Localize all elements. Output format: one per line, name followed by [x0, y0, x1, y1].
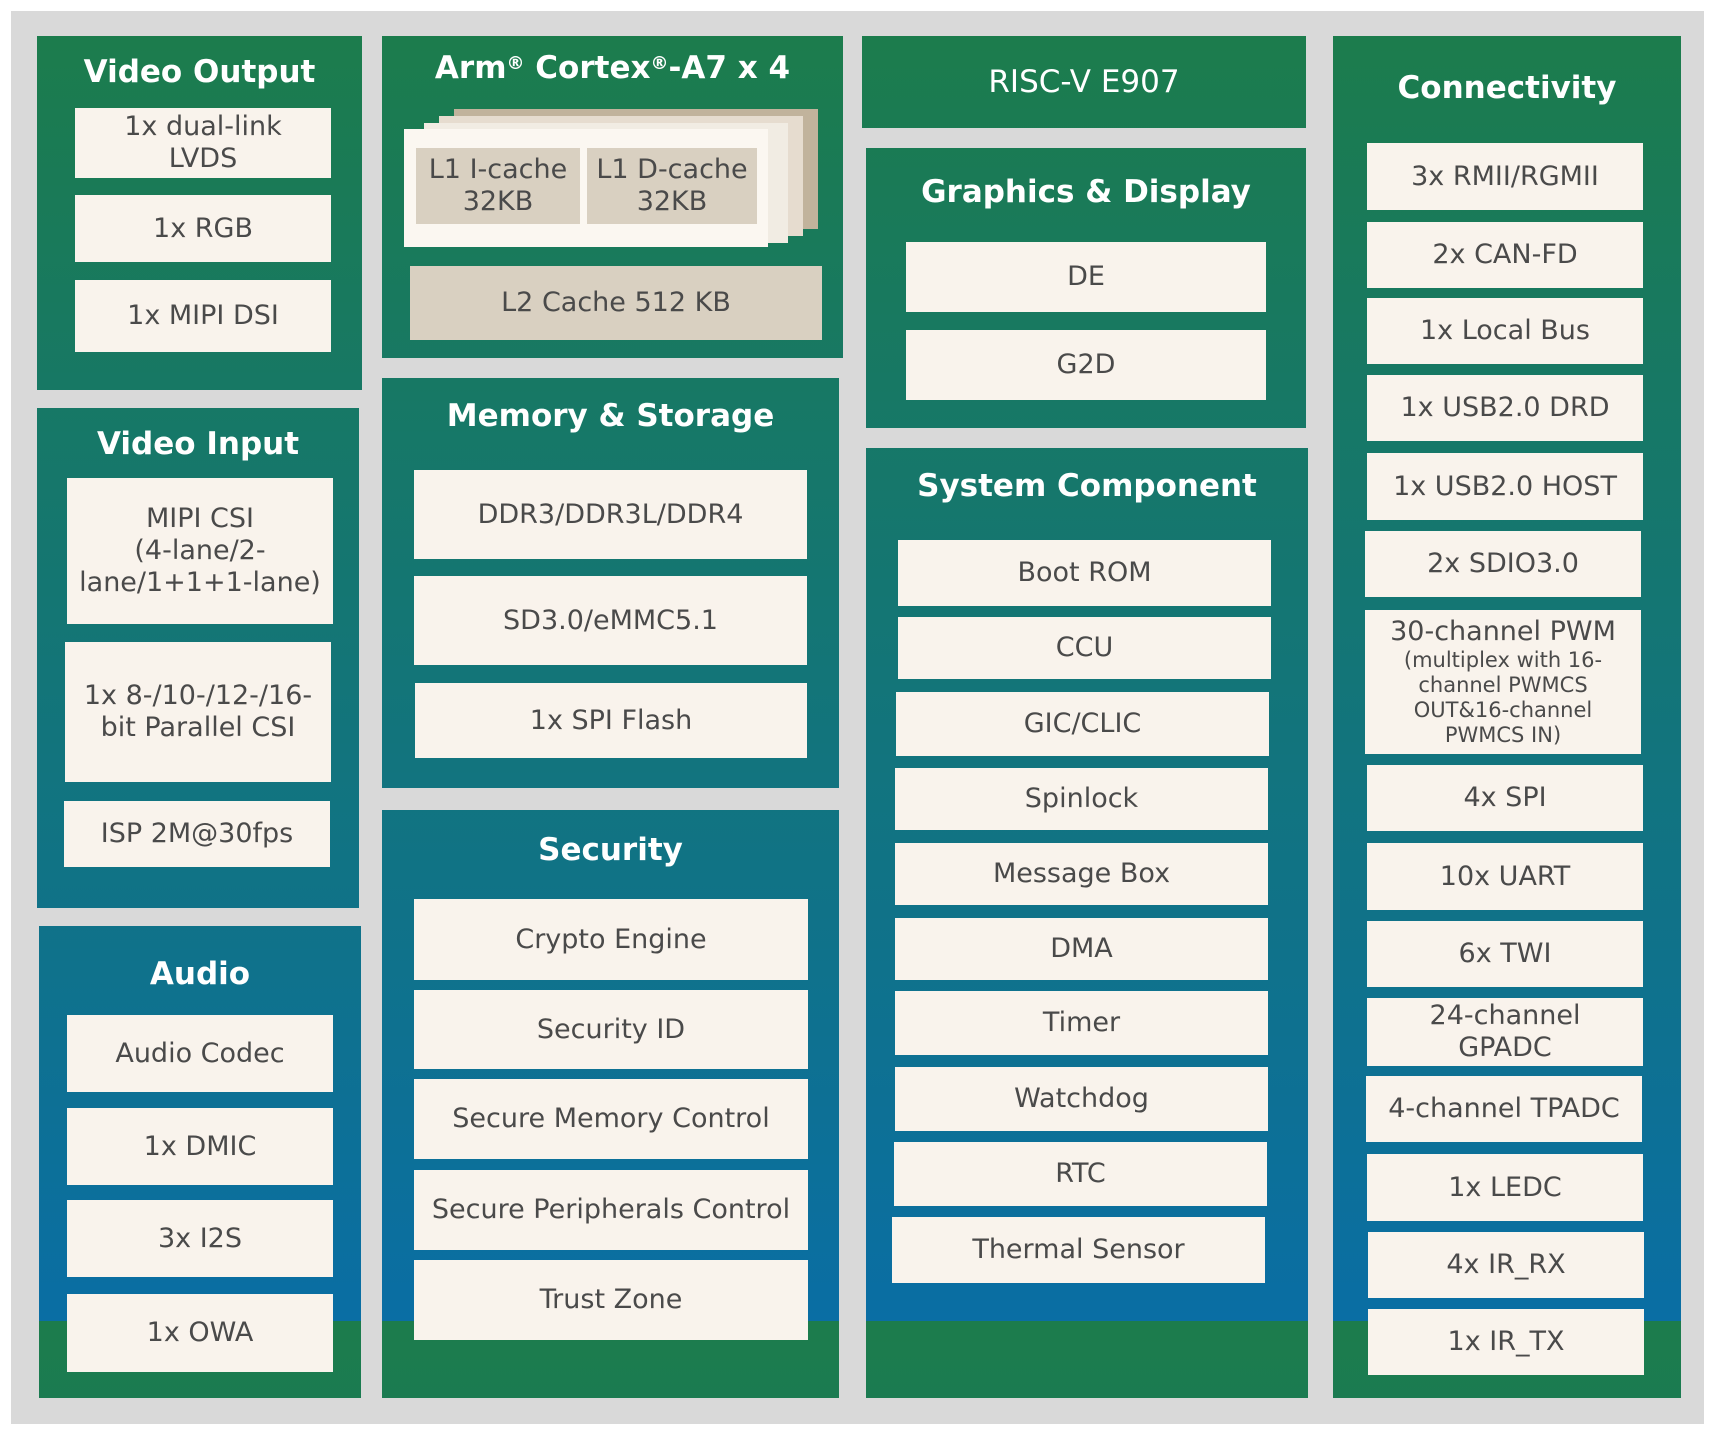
conn-usb-drd: 1x USB2.0 DRD: [1367, 375, 1643, 441]
conn-twi: 6x TWI: [1367, 921, 1643, 987]
video-input-mipi-csi: MIPI CSI (4-lane/2- lane/1+1+1-lane): [67, 478, 333, 624]
security-panel: Security Crypto Engine Security ID Secur…: [382, 810, 839, 1398]
conn-tpadc: 4-channel TPADC: [1366, 1076, 1642, 1142]
system-thermal-sensor: Thermal Sensor: [892, 1217, 1265, 1283]
cpu-title-reg-1: ®: [506, 53, 525, 74]
audio-dmic: 1x DMIC: [67, 1108, 333, 1185]
conn-gpadc: 24-channel GPADC: [1367, 998, 1643, 1066]
system-boot-rom: Boot ROM: [898, 540, 1271, 606]
conn-local-bus: 1x Local Bus: [1367, 298, 1643, 364]
conn-ir-tx: 1x IR_TX: [1368, 1309, 1644, 1375]
video-output-lvds: 1x dual-link LVDS: [75, 108, 331, 178]
conn-ir-rx: 4x IR_RX: [1368, 1232, 1644, 1298]
conn-spi: 4x SPI: [1367, 765, 1643, 831]
security-secure-memory-control: Secure Memory Control: [414, 1079, 808, 1159]
security-id: Security ID: [414, 990, 808, 1069]
conn-pwm: 30-channel PWM (multiplex with 16- chann…: [1365, 610, 1641, 754]
connectivity-panel: Connectivity 3x RMII/RGMII 2x CAN-FD 1x …: [1333, 36, 1681, 1398]
memory-spi-flash: 1x SPI Flash: [415, 683, 807, 758]
riscv-panel: RISC-V E907: [862, 36, 1306, 128]
cpu-title-cortex: Cortex: [524, 50, 651, 86]
graphics-display-panel: Graphics & Display DE G2D: [866, 148, 1306, 428]
system-ccu: CCU: [898, 617, 1271, 679]
graphics-de: DE: [906, 242, 1266, 312]
system-gic-clic: GIC/CLIC: [896, 692, 1269, 756]
video-input-parallel-csi: 1x 8-/10-/12-/16- bit Parallel CSI: [65, 642, 331, 782]
memory-ddr: DDR3/DDR3L/DDR4: [414, 470, 807, 559]
memory-storage-panel: Memory & Storage DDR3/DDR3L/DDR4 SD3.0/e…: [382, 378, 839, 788]
video-input-panel: Video Input MIPI CSI (4-lane/2- lane/1+1…: [37, 408, 359, 908]
cpu-title-reg-2: ®: [650, 53, 669, 74]
video-output-title: Video Output: [83, 54, 316, 90]
conn-pwm-note: (multiplex with 16- channel PWMCS OUT&16…: [1403, 648, 1603, 747]
graphics-display-title: Graphics & Display: [921, 174, 1251, 210]
conn-ledc: 1x LEDC: [1367, 1154, 1643, 1221]
cpu-title-count: -A7 x 4: [668, 50, 791, 86]
system-rtc: RTC: [894, 1142, 1267, 1206]
cpu-title: Arm® Cortex®-A7 x 4: [382, 50, 843, 86]
connectivity-title: Connectivity: [1397, 70, 1617, 106]
conn-pwm-label: 30-channel PWM: [1390, 616, 1616, 647]
security-trust-zone: Trust Zone: [414, 1260, 808, 1340]
conn-sdio: 2x SDIO3.0: [1365, 531, 1641, 597]
system-watchdog: Watchdog: [895, 1067, 1268, 1131]
conn-can-fd: 2x CAN-FD: [1367, 222, 1643, 288]
graphics-g2d: G2D: [906, 330, 1266, 400]
audio-panel: Audio Audio Codec 1x DMIC 3x I2S 1x OWA: [39, 926, 361, 1398]
video-output-rgb: 1x RGB: [75, 195, 331, 262]
conn-uart: 10x UART: [1367, 843, 1643, 910]
conn-rmii-rgmii: 3x RMII/RGMII: [1367, 143, 1643, 210]
audio-codec: Audio Codec: [67, 1015, 333, 1092]
video-input-title: Video Input: [96, 426, 300, 462]
security-title: Security: [538, 832, 683, 868]
video-output-panel: Video Output 1x dual-link LVDS 1x RGB 1x…: [37, 36, 362, 390]
l1-dcache: L1 D-cache 32KB: [587, 148, 757, 224]
audio-title: Audio: [149, 956, 251, 992]
security-crypto-engine: Crypto Engine: [414, 899, 808, 980]
system-component-title: System Component: [917, 468, 1257, 504]
cpu-panel: Arm® Cortex®-A7 x 4 L1 I-cache 32KB L1 D…: [382, 36, 843, 358]
audio-i2s: 3x I2S: [67, 1200, 333, 1277]
audio-owa: 1x OWA: [67, 1294, 333, 1372]
system-spinlock: Spinlock: [895, 768, 1268, 830]
cpu-title-arm: Arm: [434, 50, 507, 86]
system-component-panel: System Component Boot ROM CCU GIC/CLIC S…: [866, 448, 1308, 1398]
video-input-isp: ISP 2M@30fps: [64, 801, 330, 867]
riscv-title: RISC-V E907: [988, 64, 1180, 100]
system-message-box: Message Box: [895, 843, 1268, 905]
memory-sd-emmc: SD3.0/eMMC5.1: [414, 576, 807, 665]
l2-cache: L2 Cache 512 KB: [410, 266, 822, 340]
system-dma: DMA: [895, 918, 1268, 980]
video-output-mipi-dsi: 1x MIPI DSI: [75, 280, 331, 352]
system-timer: Timer: [895, 991, 1268, 1055]
l1-icache: L1 I-cache 32KB: [416, 148, 580, 224]
memory-storage-title: Memory & Storage: [446, 398, 775, 434]
security-secure-peripherals-control: Secure Peripherals Control: [414, 1170, 808, 1250]
conn-usb-host: 1x USB2.0 HOST: [1367, 453, 1643, 520]
